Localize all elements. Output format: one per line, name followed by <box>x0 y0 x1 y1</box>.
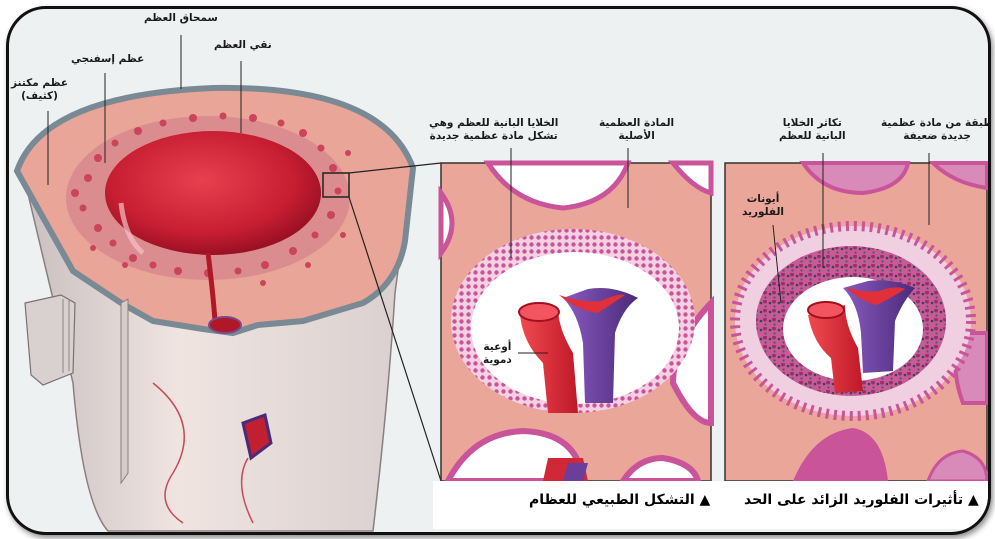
figure-frame: سمحاق العظم نقي العظم عظم إسفنجي عظم مكت… <box>6 6 991 535</box>
label-osteoblasts-line1: الخلايا البانية للعظم وهي <box>429 117 558 130</box>
bone-diagram <box>9 9 988 532</box>
bone-marrow <box>105 131 321 255</box>
label-compact-bone: عظم مكتنز (كثيف) <box>11 77 68 103</box>
periosteum-flap <box>25 295 75 385</box>
caption-marker: ▲ <box>968 492 979 508</box>
label-fluoride-ions-line2: الفلوريد <box>742 206 784 219</box>
label-weak-layer: طبقة من مادة عظمية جديدة ضعيفة <box>881 117 991 143</box>
label-spongy-bone: عظم إسفنجي <box>71 53 144 66</box>
label-weak-layer-line1: طبقة من مادة عظمية <box>881 117 991 130</box>
label-fluoride-ions-line1: أيونات <box>742 193 784 206</box>
label-osteoblasts-line2: تشكل مادة عظمية جديدة <box>429 130 558 143</box>
label-original-matrix-line2: الأصلية <box>599 130 674 143</box>
label-blood-vessels-line1: أوعية <box>483 341 512 354</box>
inner-edge <box>121 299 128 483</box>
caption-excess-text: تأثيرات الفلوريد الزائد على الحد <box>744 492 963 508</box>
label-blood-vessels-line2: دموية <box>483 354 512 367</box>
label-compact-line1: عظم مكتنز <box>11 77 68 90</box>
caption-normal-formation: ▲ التشكل الطبيعي للعظام <box>529 492 710 508</box>
label-marrow: نقي العظم <box>214 39 272 52</box>
nutrient-foramen <box>209 317 241 333</box>
label-periosteum: سمحاق العظم <box>144 12 218 25</box>
label-compact-line2: (كثيف) <box>11 90 68 103</box>
label-fluoride-ions: أيونات الفلوريد <box>742 193 784 219</box>
normal-formation-panel <box>441 148 711 481</box>
caption-normal-text: التشكل الطبيعي للعظام <box>529 492 695 508</box>
label-original-matrix-line1: المادة العظمية <box>599 117 674 130</box>
label-blood-vessels: أوعية دموية <box>483 341 512 367</box>
label-osteoblast-proliferation: تكاثر الخلايا البانية للعظم <box>779 117 846 143</box>
caption-fluoride-effect: ▲ تأثيرات الفلوريد الزائد على الحد <box>744 492 979 508</box>
label-proliferation-line2: البانية للعظم <box>779 130 846 143</box>
bone-section <box>17 35 441 531</box>
label-original-matrix: المادة العظمية الأصلية <box>599 117 674 143</box>
label-weak-layer-line2: جديدة ضعيفة <box>881 130 991 143</box>
label-osteoblasts: الخلايا البانية للعظم وهي تشكل مادة عظمي… <box>429 117 558 143</box>
caption-marker: ▲ <box>700 492 711 508</box>
label-proliferation-line1: تكاثر الخلايا <box>779 117 846 130</box>
